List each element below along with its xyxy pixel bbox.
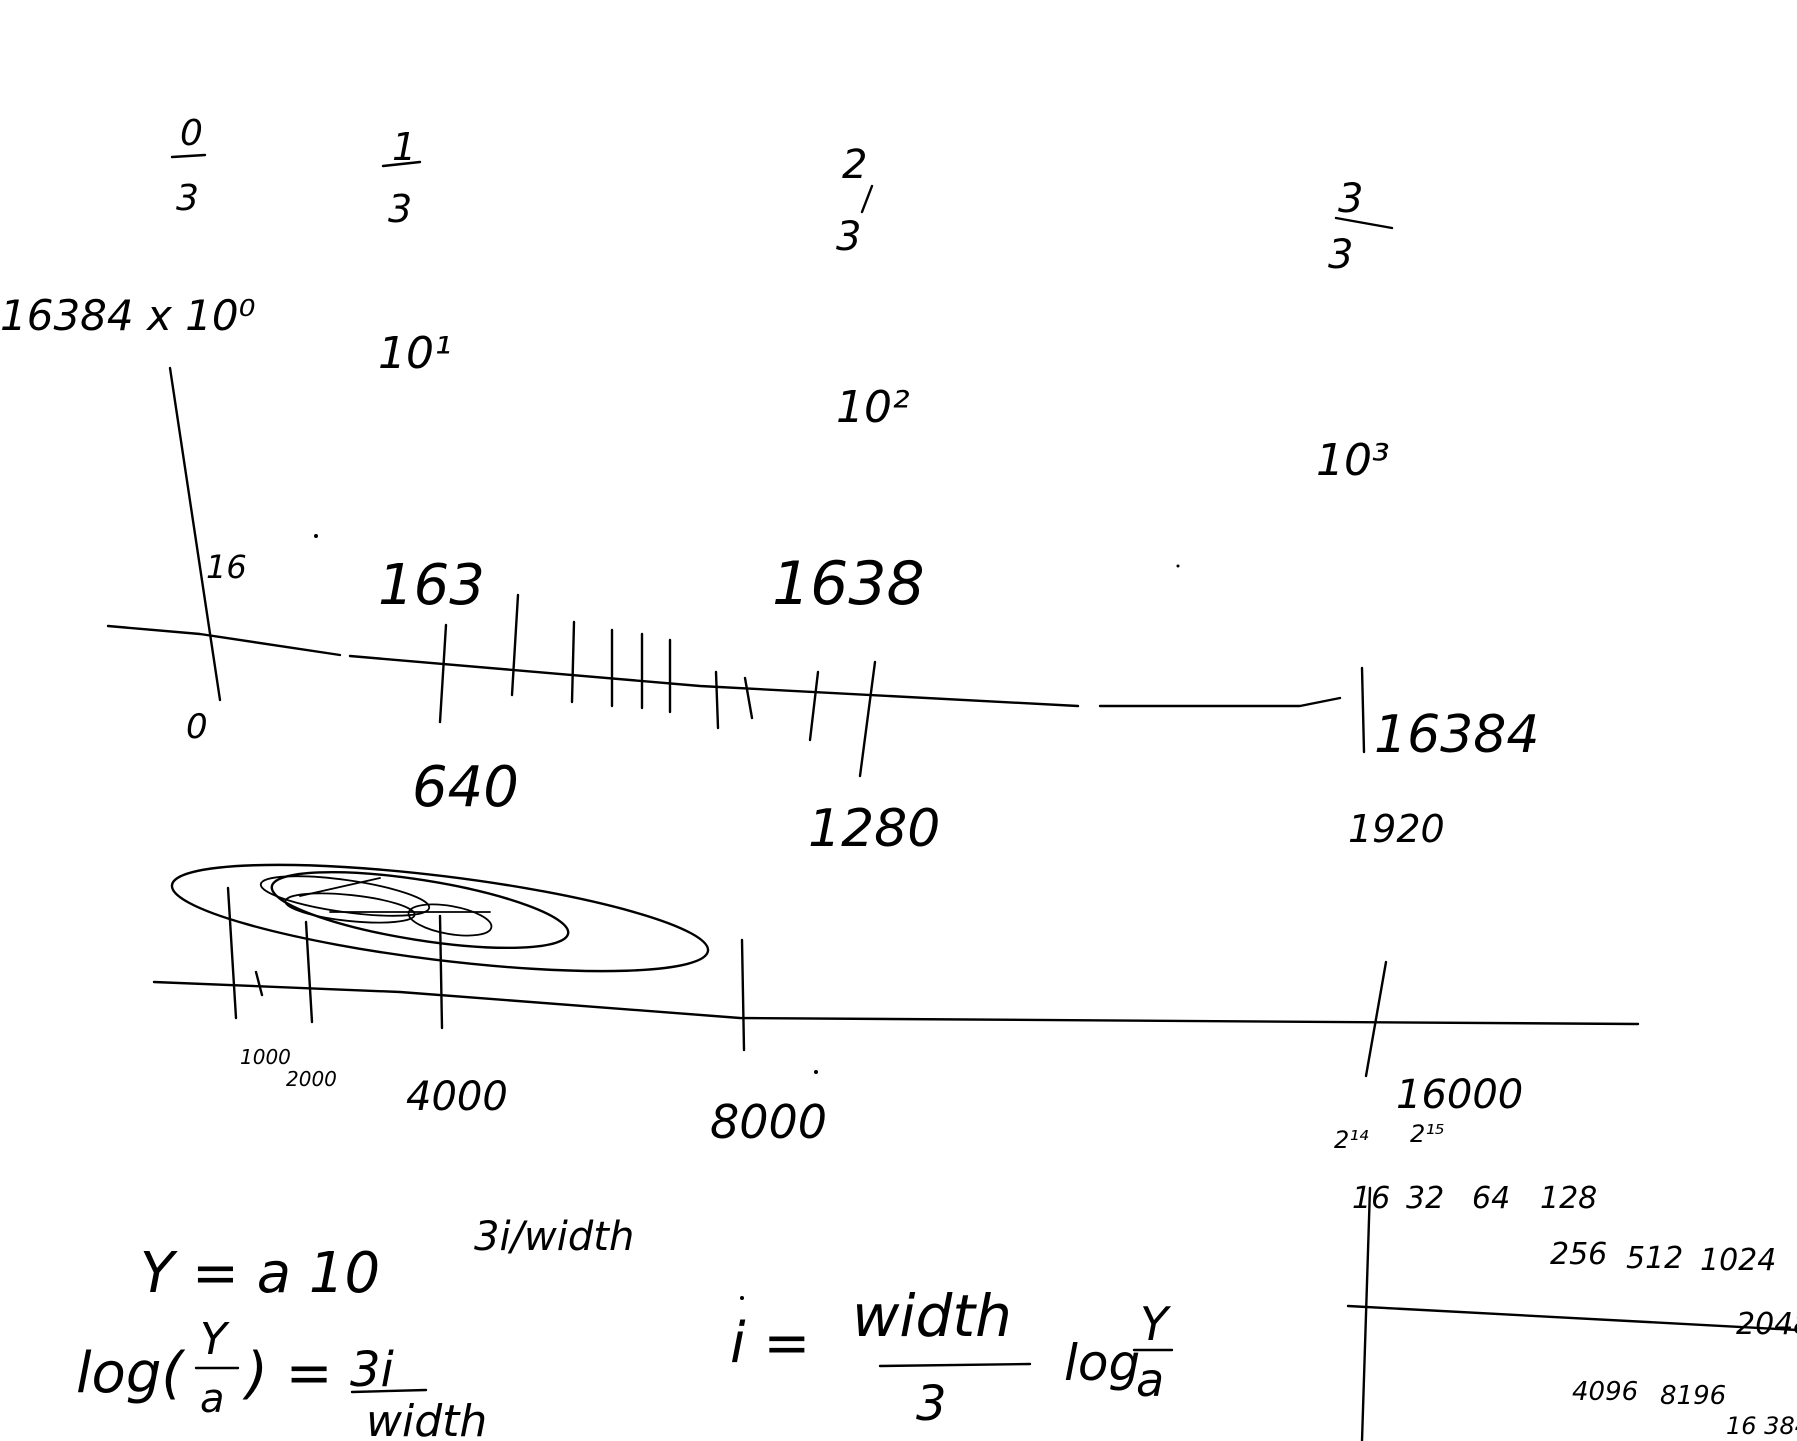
power-label-16384: 16384 x 10⁰ (0, 291, 256, 340)
axis-tick (304, 920, 314, 1024)
corner-horizontal-line (1346, 1304, 1797, 1332)
axis-line (152, 980, 1640, 1026)
fraction-2-3: 2 3 (836, 142, 874, 260)
formula2-num: Y (200, 1314, 230, 1365)
fraction-3-3: 3 3 (1328, 176, 1394, 278)
formula1-base: Y = a 10 (140, 1241, 380, 1306)
axis2-label-16000: 16000 (1396, 1072, 1523, 1118)
fraction-bar (860, 184, 874, 214)
scribble-ellipses (170, 863, 710, 973)
fraction-bar (878, 1362, 1032, 1368)
axis2-label-1000: 1000 (240, 1045, 291, 1069)
axis-segment (106, 624, 342, 657)
formula-exponential: Y = a 10 3i/width (140, 1214, 634, 1306)
axis-tick (1360, 666, 1366, 754)
fraction-2-num: 2 (842, 142, 867, 188)
axis-tick (438, 623, 448, 724)
axis1-end-label: 16384 (1374, 705, 1539, 765)
formula1-exponent: 3i/width (474, 1214, 634, 1260)
formula2-eq: ) = (242, 1341, 333, 1406)
fraction-2-den: 3 (836, 214, 861, 260)
fraction-1-den: 3 (388, 187, 412, 231)
formula-solved-i: i = width 3 log Y a (730, 1282, 1174, 1432)
axis-tick (570, 620, 576, 704)
formula-log-ratio: log( Y a ) = 3i width (76, 1314, 487, 1441)
pow2-32: 32 (1406, 1181, 1444, 1216)
scribble-ellipse (407, 903, 493, 937)
axis1-below-label-640: 640 (412, 755, 519, 820)
fraction-bar (170, 153, 207, 159)
formula3-log: log (1064, 1334, 1140, 1392)
pow2-512: 512 (1626, 1241, 1683, 1276)
fraction-0-den: 3 (176, 178, 199, 219)
scribble-ellipse (170, 863, 710, 973)
axis-tick (254, 970, 264, 997)
fraction-bar (381, 160, 422, 168)
pow2-1024: 1024 (1700, 1243, 1776, 1278)
axis-tick (510, 593, 520, 697)
axis-tick (858, 660, 877, 778)
power-label-10-1: 10¹ (378, 328, 452, 379)
formula2-den: a (200, 1376, 225, 1422)
pow2-16: 16 (1352, 1181, 1390, 1216)
fraction-bar (1334, 216, 1394, 230)
corner-vertical-line (1360, 1186, 1372, 1441)
scribble-line (299, 877, 381, 897)
fraction-0-num: 0 (180, 113, 203, 154)
axis-tick (740, 938, 746, 1052)
axis-tick (714, 670, 720, 730)
fraction-3-den: 3 (1328, 232, 1353, 278)
axis2-label-2000: 2000 (286, 1067, 337, 1091)
fraction-bar (350, 1388, 428, 1394)
formula3-num: width (852, 1282, 1012, 1350)
scribble-ellipse (284, 892, 416, 924)
formula2-log: log( (76, 1341, 185, 1406)
axis1-above-label-163: 163 (378, 553, 485, 618)
axis1-left-label: 16 (206, 548, 247, 586)
number-line-2: 1000 2000 4000 8000 16000 2¹⁴ 2¹⁵ (152, 886, 1640, 1154)
pow2-2048: 2048 (1736, 1307, 1797, 1342)
axis-tick (438, 914, 444, 1030)
axis1-origin-label: 0 (186, 707, 208, 747)
axis1-below-label-1280: 1280 (808, 799, 940, 859)
axis-tick (808, 670, 820, 742)
axis2-exp-label-15: 2¹⁵ (1410, 1120, 1445, 1148)
axis-tick (1364, 960, 1388, 1078)
formula3-a: a (1136, 1353, 1164, 1407)
power-label-10-3: 10³ (1316, 435, 1390, 486)
scribble-ellipse (270, 871, 570, 949)
axis1-above-label-1638: 1638 (772, 549, 925, 619)
formula3-y: Y (1140, 1297, 1172, 1351)
axis-tick (743, 676, 754, 720)
axis2-label-8000: 8000 (710, 1095, 827, 1149)
axis-segment (348, 654, 1080, 708)
axis2-exp-label-14: 2¹⁴ (1334, 1126, 1369, 1154)
powers-of-two-corner: 16 32 64 128 256 512 1024 2048 4096 8196… (1346, 1181, 1797, 1441)
ink-speck (314, 534, 318, 538)
pow2-8196: 8196 (1660, 1381, 1726, 1411)
pow2-64: 64 (1472, 1181, 1510, 1216)
pow2-16384: 16 384 (1726, 1412, 1797, 1440)
formula3-den: 3 (916, 1376, 947, 1432)
formula2-rhs-den: width (366, 1396, 487, 1441)
vertical-axis (168, 366, 222, 702)
pow2-128: 128 (1540, 1181, 1597, 1216)
fraction-1-3: 1 3 (381, 125, 422, 231)
power-label-10-2: 10² (836, 382, 910, 433)
pow2-4096: 4096 (1572, 1377, 1638, 1407)
ink-speck (740, 1296, 744, 1300)
pow2-256: 256 (1550, 1237, 1607, 1272)
axis1-below-label-1920: 1920 (1348, 807, 1445, 851)
ink-speck (814, 1070, 818, 1074)
axis-segment (1098, 696, 1342, 708)
axis-tick (226, 886, 238, 1020)
number-line-1: 16 0 163 1638 16384 640 1280 1920 (106, 366, 1539, 859)
fraction-0-3: 0 3 (170, 113, 207, 219)
ink-speck (1176, 564, 1180, 568)
fraction-3-num: 3 (1338, 176, 1363, 222)
formula2-rhs-num: 3i (350, 1342, 395, 1398)
formula3-lhs: i = (730, 1311, 810, 1376)
axis2-label-4000: 4000 (406, 1074, 508, 1120)
